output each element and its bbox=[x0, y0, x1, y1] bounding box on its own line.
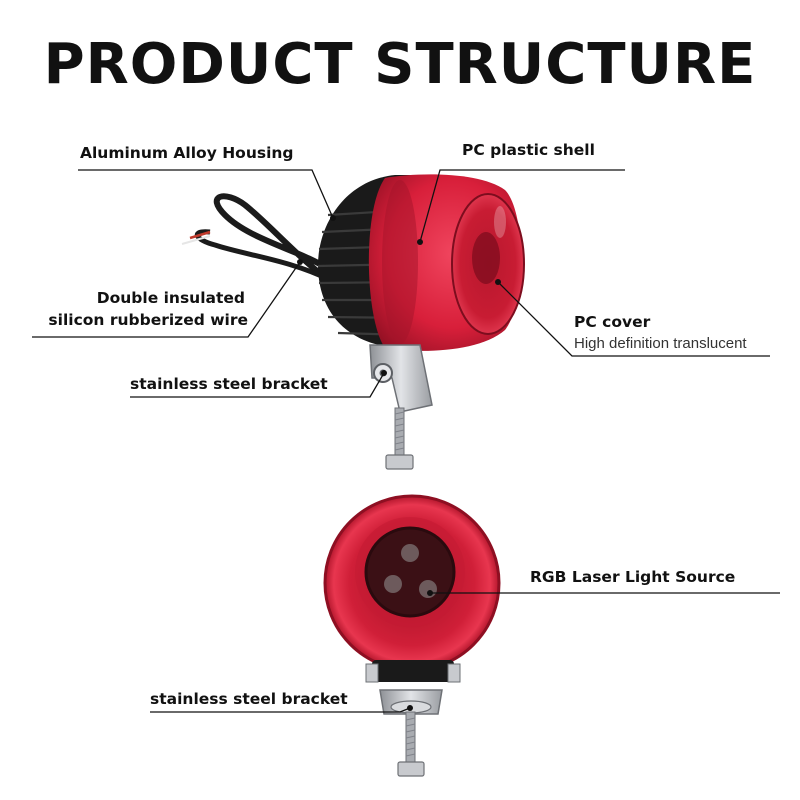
pc-cover-lens bbox=[451, 193, 525, 335]
page-title: PRODUCT STRUCTURE bbox=[43, 32, 757, 97]
wire-cable bbox=[181, 193, 337, 288]
leader-lines bbox=[32, 169, 780, 713]
leader-dots bbox=[297, 215, 501, 711]
bracket-bottom bbox=[365, 660, 461, 777]
label-pc-cover-sub: High definition translucent bbox=[574, 335, 747, 352]
label-pc-cover: PC cover bbox=[574, 313, 651, 331]
label-wire-line1: Double insulated bbox=[96, 289, 245, 307]
label-aluminum-housing: Aluminum Alloy Housing bbox=[80, 144, 294, 162]
label-bracket-bottom: stainless steel bracket bbox=[150, 690, 348, 708]
rgb-laser-light-source bbox=[364, 526, 456, 618]
bracket-top bbox=[369, 344, 433, 470]
label-wire-line2: silicon rubberized wire bbox=[48, 311, 248, 329]
label-rgb-laser: RGB Laser Light Source bbox=[530, 568, 736, 586]
label-bracket-top: stainless steel bracket bbox=[130, 375, 328, 393]
label-pc-plastic-shell: PC plastic shell bbox=[462, 141, 595, 159]
